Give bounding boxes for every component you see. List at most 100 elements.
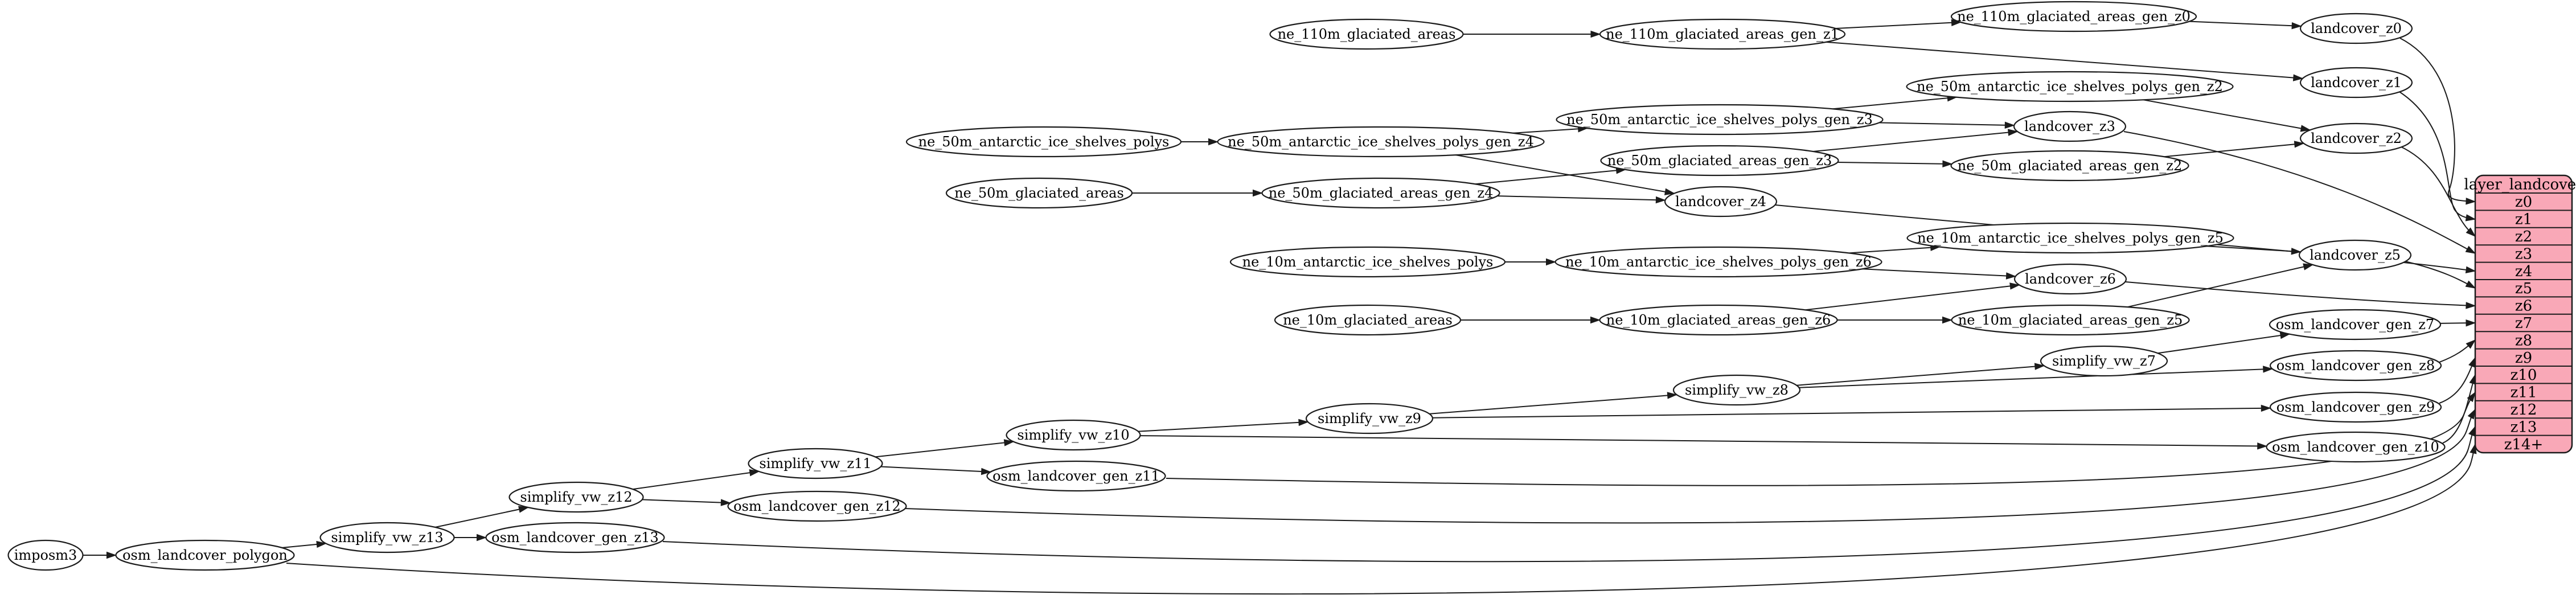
arrowhead-icon [2467,408,2476,420]
node-ellipse [1599,18,1846,50]
node-label: imposm3 [14,547,77,563]
arrowhead-icon [2004,121,2015,129]
edge-ne_10m_antarctic_ice_shelves_polys_gen_z5-to-landcover_z5 [2206,245,2301,253]
node-ellipse [2269,391,2442,423]
edge-ne_50m_glaciated_areas_gen_z2-to-landcover_z2 [2164,142,2304,158]
node-label: landcover_z5 [2310,247,2401,263]
edge-ne_110m_glaciated_areas_gen_z1-to-landcover_z1 [1826,41,2303,79]
node-label: simplify_vw_z7 [2052,353,2156,369]
node-landcover_z3: landcover_z3 [2013,110,2127,142]
node-ellipse [2299,13,2413,44]
node-ne_50m_glaciated_areas_gen_z4: ne_50m_glaciated_areas_gen_z4 [1261,177,1500,209]
arrowhead-icon [1664,188,1675,195]
node-ne_50m_antarctic_ice_shelves_polys_gen_z4: ne_50m_antarctic_ice_shelves_polys_gen_z… [1217,126,1545,158]
node-ellipse [727,490,907,522]
node-simplify_vw_z12: simplify_vw_z12 [508,481,644,513]
node-ellipse [748,448,883,479]
edge-ne_50m_glaciated_areas_gen_z3-to-landcover_z3 [1813,131,2018,152]
node-label: osm_landcover_gen_z10 [2272,439,2439,455]
arrowhead-icon [106,551,117,559]
node-label: landcover_z6 [2025,271,2116,287]
edge-ne_10m_glaciated_areas_gen_z5-to-landcover_z5 [2127,264,2313,308]
node-ellipse [1950,150,2189,182]
table-row-z13: z13 [2511,419,2537,436]
node-label: ne_10m_antarctic_ice_shelves_polys [1242,254,1494,270]
table-title: layer_landcover [2464,177,2576,194]
node-simplify_vw_z10: simplify_vw_z10 [1006,419,1141,451]
node-ellipse [1305,403,1434,434]
edge-simplify_vw_z10-to-osm_landcover_gen_z10 [1140,435,2267,447]
node-osm_landcover_gen_z10: osm_landcover_gen_z10 [2266,431,2446,463]
node-label: simplify_vw_z13 [331,530,443,546]
edge-simplify_vw_z9-to-simplify_vw_z8 [1429,394,1677,415]
table-row-z2: z2 [2515,228,2532,245]
node-osm_landcover_gen_z12: osm_landcover_gen_z12 [727,490,907,522]
node-label: ne_50m_antarctic_ice_shelves_polys_gen_z… [1228,134,1534,150]
table-row-z11: z11 [2511,384,2537,401]
table-row-z14+: z14+ [2504,436,2544,453]
edge-ne_10m_antarctic_ice_shelves_polys_gen_z6-to-ne_10m_antarctic_ice_shelves_polys_gen_z5 [1849,246,1940,254]
edge-ne_50m_antarctic_ice_shelves_polys_gen_z3-to-landcover_z3 [1879,122,2015,126]
edge-ne_10m_glaciated_areas_gen_z6-to-landcover_z6 [1805,284,2020,311]
node-osm_landcover_gen_z7: osm_landcover_gen_z7 [2269,309,2442,341]
node-ne_110m_glaciated_areas_gen_z0: ne_110m_glaciated_areas_gen_z0 [1950,1,2197,32]
node-ellipse [2269,350,2442,382]
arrowhead-icon [2468,356,2476,368]
node-ne_10m_glaciated_areas: ne_10m_glaciated_areas [1274,304,1462,336]
node-ellipse [508,481,644,513]
node-simplify_vw_z9: simplify_vw_z9 [1305,403,1434,434]
node-ne_50m_glaciated_areas_gen_z3: ne_50m_glaciated_areas_gen_z3 [1600,145,1839,177]
arrowhead-icon [1942,316,1953,324]
table-row-z12: z12 [2511,401,2537,419]
arrowhead-icon [2466,198,2476,205]
arrowhead-icon [2465,245,2476,254]
node-ellipse [1906,222,2234,254]
table-row-z5: z5 [2515,280,2532,297]
node-label: osm_landcover_gen_z11 [992,468,1160,484]
edge-landcover_z3-to-row-z3 [2123,131,2476,254]
arrowhead-icon [2468,425,2476,437]
node-label: ne_50m_antarctic_ice_shelves_polys [918,134,1170,150]
arrowhead-icon [2034,363,2045,370]
edge-ne_50m_glaciated_areas_gen_z3-to-ne_50m_glaciated_areas_gen_z2 [1837,162,1952,165]
node-label: ne_50m_antarctic_ice_shelves_polys_gen_z… [1566,112,1873,128]
edge-osm_landcover_gen_z12-to-row-z12 [904,409,2476,524]
arrowhead-icon [2261,404,2271,412]
edge-simplify_vw_z12-to-simplify_vw_z11 [633,470,759,490]
node-label: landcover_z2 [2311,130,2402,146]
arrowhead-icon [2465,266,2476,273]
arrowhead-icon [2466,339,2476,349]
node-simplify_vw_z8: simplify_vw_z8 [1672,374,1801,406]
node-ellipse [1664,186,1778,218]
node-ellipse [1554,246,1882,278]
node-simplify_vw_z7: simplify_vw_z7 [2040,345,2168,377]
node-ellipse [7,539,84,571]
node-imposm3: imposm3 [7,539,84,571]
node-label: ne_10m_glaciated_areas_gen_z6 [1606,312,1831,328]
node-label: ne_50m_glaciated_areas [954,185,1124,201]
node-osm_landcover_gen_z9: osm_landcover_gen_z9 [2269,391,2442,423]
arrowhead-icon [981,468,992,475]
node-label: ne_10m_glaciated_areas [1283,312,1453,328]
node-ellipse [485,522,665,553]
arrowhead-icon [2300,125,2311,132]
node-label: ne_110m_glaciated_areas [1278,26,1456,42]
arrowhead-icon [2291,248,2302,255]
node-label: ne_10m_glaciated_areas_gen_z5 [1958,312,2183,328]
edge-landcover_z0-to-row-z0 [2399,38,2476,202]
node-label: osm_landcover_gen_z9 [2276,399,2435,415]
edge-simplify_vw_z8-to-simplify_vw_z7 [1796,365,2044,386]
arrowhead-icon [2257,442,2268,450]
arrowhead-icon [2465,280,2476,289]
node-label: osm_landcover_gen_z7 [2276,317,2434,333]
edge-ne_50m_glaciated_areas_gen_z4-to-landcover_z4 [1497,195,1666,201]
node-label: landcover_z3 [2024,118,2115,134]
node-label: ne_50m_glaciated_areas_gen_z3 [1607,153,1832,169]
node-ellipse [1006,419,1141,451]
arrowhead-icon [316,540,327,548]
arrowhead-icon [2303,263,2314,270]
node-ellipse [1261,177,1500,209]
